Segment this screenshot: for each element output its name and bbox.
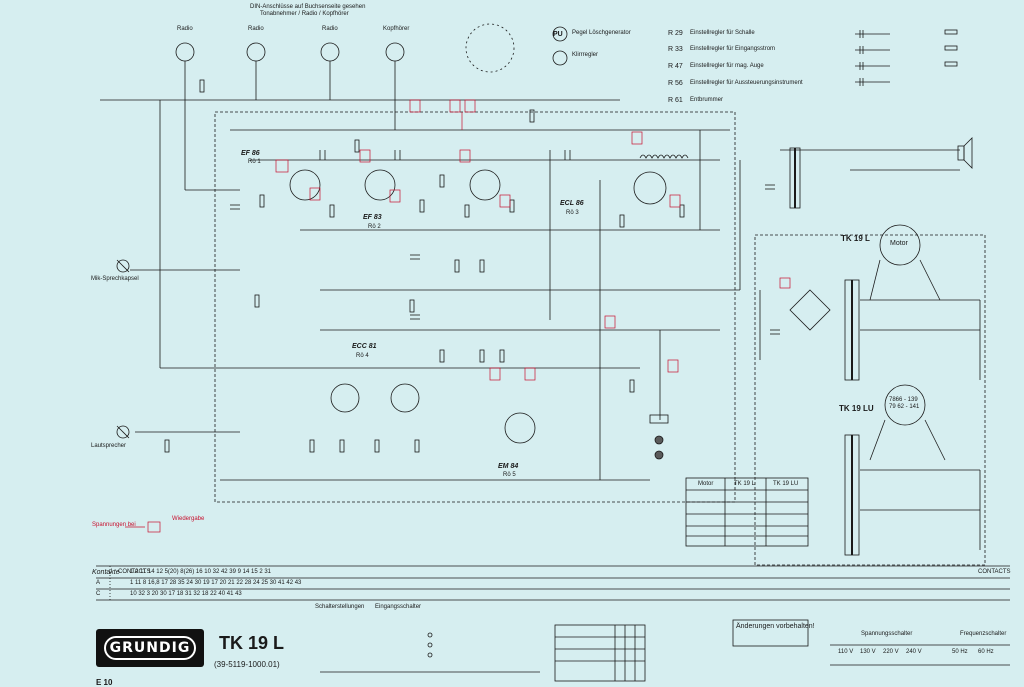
motor-label: Motor [890,240,908,247]
din-jack-1 [175,42,195,62]
model-title: TK 19 L [219,633,285,653]
tube-ef86 [289,169,321,201]
motor-section-outline [754,234,986,566]
tube-ref-em84: Rö 5 [503,472,516,478]
r29-text: Einstellregler für Schalle [690,30,755,36]
part-number: (39-5119-1000.01) [214,660,280,669]
phones-label: Lautsprecher [91,443,127,449]
contacts-row-c: C [96,591,101,597]
contacts-row-a: A [96,580,101,586]
freq-switch-title: Frequenzschalter [960,631,1007,637]
voltage-240: 240 V [906,649,922,655]
r61-text: Entbrummer [690,97,724,103]
din-jack-2 [246,42,266,62]
r33-label: R 33 [668,46,683,53]
freq-60: 60 Hz [978,649,994,655]
mic-label: Mik-Sprechkapsel [91,276,139,282]
voltage-130: 130 V [860,649,876,655]
voltage-110: 110 V [838,649,854,655]
switch-table [554,624,646,682]
tube-ef83 [364,169,396,201]
change-note-box [732,619,809,647]
tube-ref-ef86: Rö 1 [248,159,261,165]
grundig-logo-text: GRUNDIG [104,636,196,660]
tube-label-ecc81: ECC 81 [352,343,377,350]
pu-symbol: PU [553,31,563,38]
motor-table [685,477,809,547]
contacts-heading-right: CONTACTS [978,569,1011,575]
red-note-2: Wiedergabe [172,516,205,522]
jack-label-3: Radio [322,26,338,32]
tube-ecl86-pentode [633,171,667,205]
jack-label-4: Kopfhörer [383,26,410,32]
mic-jack [116,259,130,273]
model-label-tk19l: TK 19 L [841,234,870,243]
motor-table-header: Motor [698,481,714,487]
capacitor-group [230,150,780,335]
motor-tk19lu [884,384,926,426]
jack-label-2: Radio [248,26,264,32]
motor-tk19l [879,224,921,266]
tube-label-ef83: EF 83 [363,214,382,221]
contacts-heading-en: CONTACTS [118,569,151,575]
phones-jack [116,425,130,439]
r61-label: R 61 [668,97,683,104]
resistor-group [164,79,685,453]
rectifier-bridge [789,289,831,331]
speaker [957,145,965,161]
r56-text: Einstellregler für Aussteuerungsinstrume… [690,80,803,86]
freq-50: 50 Hz [952,649,968,655]
tube-ref-ef83: Rö 2 [368,224,381,230]
motor-lu-code-a: 7866 - 139 [889,397,918,403]
red-note: Spannungen bei [92,522,136,528]
grundig-logo: GRUNDIG [96,629,204,667]
tube-ecc81-b [390,383,420,413]
r29-label: R 29 [668,30,683,37]
change-note: Änderungen vorbehalten! [736,623,815,630]
red-voltage-box [275,159,289,173]
switch-positions-title: Schalterstellungen [315,604,365,610]
din-jack-3 [320,42,340,62]
tape-head [649,414,669,424]
r33-text: Einstellregler für Eingangsstrom [690,46,776,52]
pu-text: Pegel Löschgenerator [572,30,631,36]
contacts-numbers-b: 1 11 8 16,8 17 28 35 24 30 19 17 20 21 2… [130,580,302,586]
voltage-220: 220 V [883,649,899,655]
tube-ref-ecc81: Rö 4 [356,353,369,359]
contacts-numbers-a: 1 2 11 14 12 5(20) 8(26) 16 10 32 42 39 … [130,569,271,575]
tube-label-ecl86: ECL 86 [560,200,584,207]
tube-ref-ecl86: Rö 3 [566,210,579,216]
legend-capacitors [855,29,958,86]
din-header: DIN-Anschlüsse auf Buchsenseite gesehen [250,4,366,10]
r47-text: Einstellregler für mag. Auge [690,63,764,69]
page-number: E 10 [96,678,113,687]
input-switch-title: Eingangsschalter [375,604,422,610]
din-subheader: Tonabnehmer / Radio / Kopfhörer [260,11,349,17]
tube-ecl86-triode [469,169,501,201]
motor-table-col-tk19lu: TK 19 LU [773,481,799,487]
jack-label-1: Radio [177,26,193,32]
r56-label: R 56 [668,80,683,87]
contacts-heading: Kontakte [92,569,120,576]
contacts-numbers-c: 10 32 3 20 30 17 18 31 32 18 22 40 41 43 [130,591,242,597]
tube-socket-diagram [465,23,515,73]
r47-label: R 47 [668,63,683,70]
kl-text: Klirrregler [572,52,599,58]
motor-lu-code-b: 79 62 - 141 [889,404,920,410]
tube-ecc81-a [330,383,360,413]
din-jack-4 [385,42,405,62]
model-label-tk19lu: TK 19 LU [839,404,874,413]
motor-table-col-tk19l: TK 19 L [734,481,756,487]
tube-em84 [504,412,536,444]
tube-label-em84: EM 84 [498,463,519,470]
tube-label-ef86: EF 86 [241,150,260,157]
voltage-switch-title: Spannungsschalter [861,631,913,637]
